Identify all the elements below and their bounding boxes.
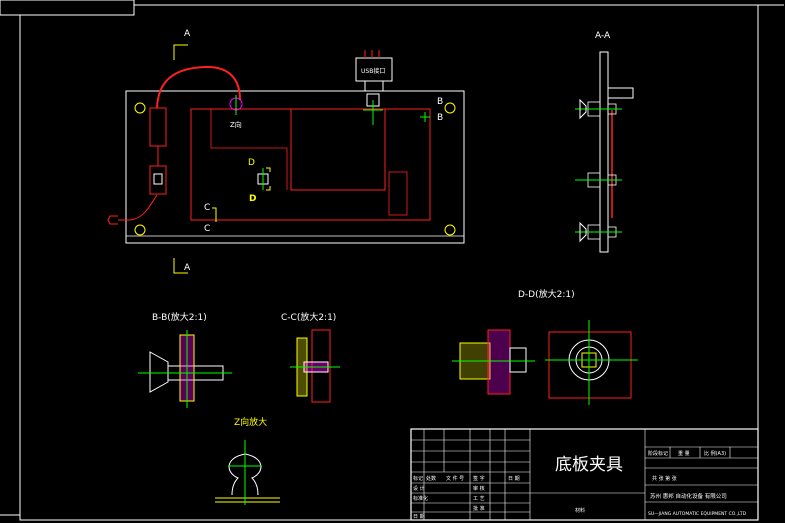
process-label: 工 艺 [473, 496, 485, 502]
cable [156, 65, 241, 109]
view-z: Z向放大 [215, 416, 280, 505]
company-name-en: SU—JIANG AUTOMATIC EQUIPMENT CO.,LTD [648, 511, 747, 517]
mark-date-label: 日 期 [508, 476, 520, 482]
a-marker-bottom: A [184, 263, 191, 273]
standard-label: 标准化 [413, 495, 428, 502]
section-c-c: C-C(放大2:1) [281, 311, 340, 403]
weight-label: 重 量 [678, 450, 690, 457]
pcb-pocket [190, 108, 431, 221]
b-marker-bottom: B [437, 113, 443, 123]
title-block: 底板夹具 材料 阶段标记 重 量 比 例(A3) 共 张 第 张 苏州 惠邦 自… [410, 428, 759, 521]
sign-label: 签 字 [473, 475, 485, 482]
section-a-title: A-A [595, 31, 611, 41]
section-d-title: D-D(放大2:1) [518, 288, 575, 300]
c-marker-top: C [204, 203, 210, 213]
approve-label: 批 准 [473, 505, 485, 512]
section-b-b: B-B(放大2:1) [138, 311, 232, 408]
pcb-cutout [290, 109, 386, 191]
base-plate [125, 90, 465, 244]
scale-label: 比 例(A3) [704, 450, 726, 457]
view-z-title: Z向放大 [234, 416, 267, 428]
c-marker-bottom: C [204, 224, 210, 234]
d-marker-top: D [248, 158, 255, 168]
sheets-label: 共 张 第 张 [652, 475, 677, 482]
section-c-title: C-C(放大2:1) [281, 311, 336, 323]
material-label: 材料 [575, 507, 585, 514]
z-marker: Z向 [230, 120, 242, 129]
main-view: USB接口 Z向 D D C C [107, 29, 465, 274]
date-label: 日 期 [413, 514, 425, 520]
a-marker-top: A [184, 29, 191, 39]
usb-label: USB接口 [361, 67, 385, 75]
drawing-title: 底板夹具 [555, 455, 623, 475]
company-name: 苏州 惠邦 自动化设备 有限公司 [650, 492, 727, 500]
marks-label: 标记 [413, 475, 423, 482]
designer-label: 设 计 [413, 485, 425, 492]
section-d-d: D-D(放大2:1) [452, 288, 638, 405]
d-marker-bottom: D [249, 194, 256, 204]
b-marker-top: B [437, 97, 443, 107]
usb-connector [355, 57, 393, 82]
section-b-title: B-B(放大2:1) [152, 311, 207, 323]
stage-mark-label: 阶段标记 [648, 450, 668, 457]
section-a-a: A-A [575, 31, 634, 253]
file-no-label: 文 件 号 [446, 475, 464, 482]
checker-label: 审 核 [473, 485, 485, 492]
count-label: 处数 [426, 475, 436, 482]
corner-bolts [134, 102, 456, 236]
